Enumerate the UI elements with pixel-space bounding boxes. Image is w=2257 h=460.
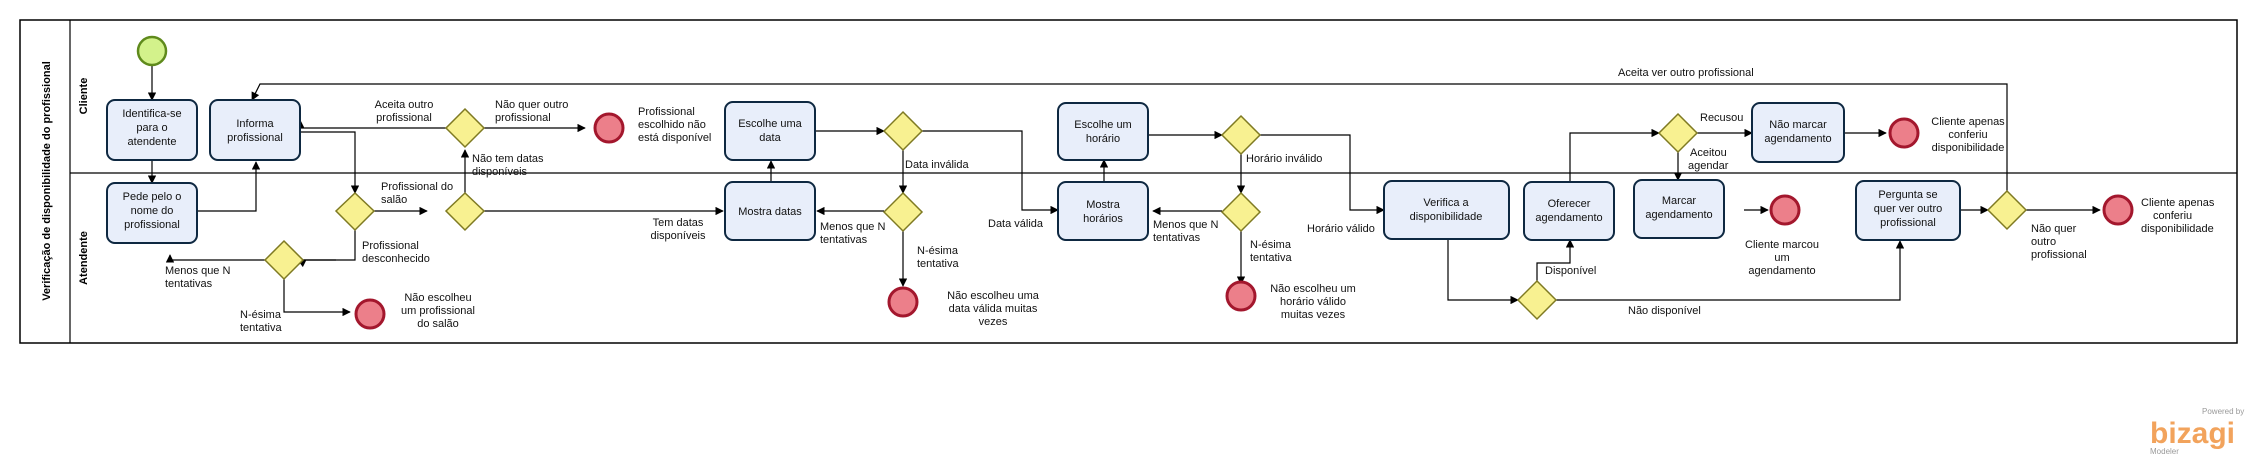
label-data-invalida: Data inválida bbox=[905, 159, 969, 171]
end-event-nao-escolheu-data bbox=[887, 286, 919, 318]
lane-title-atendente: Atendente bbox=[78, 231, 90, 285]
gateway-horario-valido bbox=[1220, 114, 1262, 156]
label-horario-invalido: Horário inválido bbox=[1246, 153, 1322, 165]
gateway-tentativas-3 bbox=[1220, 191, 1262, 233]
end-event-cliente-marcou bbox=[1769, 194, 1801, 226]
gateway-tentativas-1 bbox=[263, 239, 305, 281]
end-event-nao-escolheu-horario bbox=[1225, 280, 1257, 312]
gateway-outro-profissional bbox=[1986, 189, 2028, 231]
end-event-conferiu-1 bbox=[1888, 117, 1920, 149]
label-recusou: Recusou bbox=[1700, 112, 1743, 124]
label-disponivel: Disponível bbox=[1545, 265, 1596, 277]
end-event-nao-escolheu-prof bbox=[354, 298, 386, 330]
gateway-datas bbox=[444, 191, 486, 232]
gateway-data-valida bbox=[882, 110, 924, 152]
gateway-profissional bbox=[334, 191, 376, 232]
svg-text:Mostra datas: Mostra datas bbox=[738, 206, 802, 218]
svg-text:Powered by: Powered by bbox=[2202, 407, 2244, 416]
task-mostra-datas: Mostra datas bbox=[724, 181, 816, 241]
gateway-aceita-outro bbox=[444, 107, 486, 149]
label-nao-disponivel: Não disponível bbox=[1628, 305, 1701, 317]
pool-title: Verificação de disponibilidade do profis… bbox=[41, 61, 53, 301]
bizagi-logo: Powered by bizagi Modeler bbox=[2150, 407, 2244, 456]
end-event-conferiu-2 bbox=[2102, 194, 2134, 226]
label-aceita-ver-outro: Aceita ver outro profissional bbox=[1618, 67, 1754, 79]
gateway-aceitou bbox=[1657, 112, 1699, 154]
end-event-prof-nao-disp bbox=[593, 112, 625, 144]
svg-text:Modeler: Modeler bbox=[2150, 447, 2179, 456]
label-data-valida: Data válida bbox=[988, 218, 1044, 230]
svg-text:bizagi: bizagi bbox=[2150, 417, 2235, 450]
gateway-disponivel bbox=[1516, 279, 1558, 321]
label-horario-valido: Horário válido bbox=[1307, 223, 1375, 235]
lane-title-cliente: Cliente bbox=[78, 78, 90, 115]
gateway-tentativas-2 bbox=[882, 191, 924, 233]
start-event bbox=[136, 35, 168, 67]
